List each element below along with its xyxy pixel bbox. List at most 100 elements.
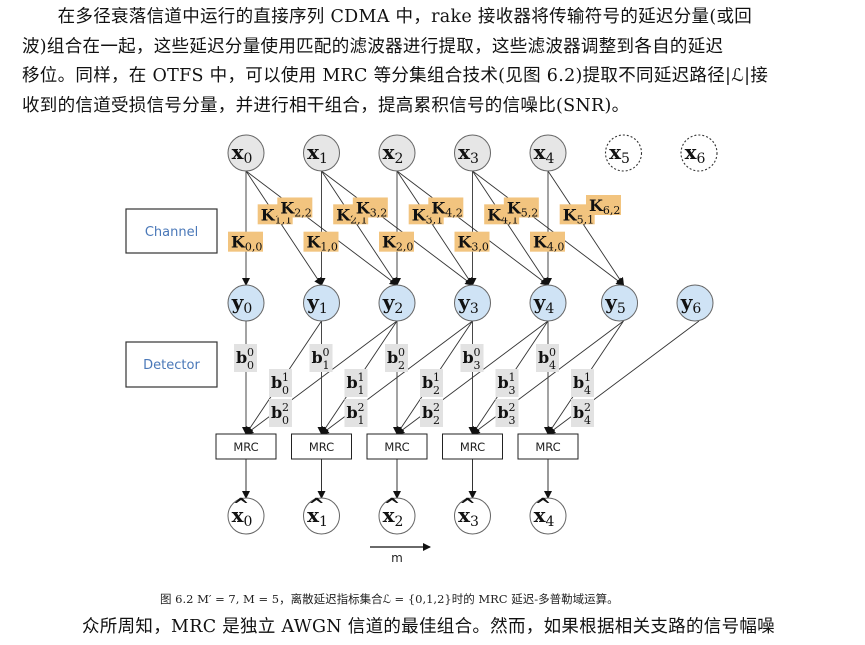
svg-text:1: 1 [358, 371, 365, 384]
svg-text:3: 3 [474, 359, 481, 372]
xhat-node-circle [303, 497, 340, 535]
svg-text:0: 0 [247, 346, 254, 359]
svg-text:4: 4 [549, 359, 556, 372]
svg-text:b: b [573, 373, 584, 392]
channel-coefficient-label: K4,0 [530, 231, 565, 254]
svg-text:2: 2 [509, 401, 516, 414]
channel-coefficient-label: K2,2 [277, 197, 313, 219]
paragraph-line: 收到的信道受损信号分量，并进行相干组合，提高累积信号的信噪比(SNR)。 [22, 95, 630, 116]
hat-mark: ^ [308, 493, 325, 517]
x-node: x2 [378, 134, 416, 172]
svg-text:2: 2 [584, 401, 591, 414]
m-axis-label: m [391, 551, 403, 565]
svg-text:x5: x5 [609, 140, 630, 167]
svg-text:x2: x2 [383, 140, 404, 167]
svg-text:y0: y0 [231, 290, 253, 317]
svg-text:K5,2: K5,2 [507, 198, 538, 219]
svg-text:y6: y6 [680, 290, 702, 317]
y-node-circle [303, 284, 340, 322]
svg-text:K3,2: K3,2 [356, 198, 387, 219]
xhat-node-circle [378, 497, 416, 535]
svg-text:K2,2: K2,2 [280, 198, 311, 219]
svg-text:x1: x1 [307, 140, 328, 167]
svg-text:0: 0 [282, 384, 289, 397]
svg-text:1: 1 [584, 371, 591, 384]
svg-text:K4,0: K4,0 [533, 233, 564, 254]
channel-edge [245, 170, 323, 286]
svg-text:2: 2 [282, 401, 289, 414]
channel-coefficient-label: K5,2 [503, 197, 539, 219]
svg-text:2: 2 [433, 401, 440, 414]
svg-text:1: 1 [509, 371, 516, 384]
x-node: x0 [227, 134, 265, 172]
svg-text:x0: x0 [232, 503, 253, 530]
channel-coefficient-label: K3,2 [352, 197, 388, 219]
channel-coefficient-label: K3,0 [454, 231, 490, 254]
svg-text:b: b [498, 373, 509, 392]
svg-text:0: 0 [282, 414, 289, 427]
xhat-node-circle [454, 497, 491, 535]
svg-text:K1,0: K1,0 [307, 233, 338, 254]
svg-text:2: 2 [358, 401, 365, 414]
hat-mark: ^ [233, 493, 250, 517]
mrc-combiner: MRC [291, 433, 352, 460]
detector-box: Detector [125, 341, 218, 388]
channel-edge [321, 170, 398, 286]
detector-edge [547, 320, 700, 435]
x-node: x4 [529, 134, 567, 172]
paragraph-line: 在多径衰落信道中运行的直接序列 CDMA 中，rake 接收器将传输符号的延迟分… [22, 7, 753, 27]
hat-mark: ^ [535, 493, 552, 517]
y-node-circle [676, 284, 714, 322]
intro-paragraph: 在多径衰落信道中运行的直接序列 CDMA 中，rake 接收器将传输符号的延迟分… [22, 3, 768, 121]
x-node: x1 [303, 134, 340, 172]
y-node: y4 [529, 284, 567, 322]
channel-coefficient-label: K0,0 [228, 231, 263, 254]
xhat-node: x4^ [529, 493, 567, 535]
svg-text:x4: x4 [534, 503, 555, 530]
svg-text:b: b [573, 403, 584, 422]
x-node-circle [227, 134, 265, 172]
channel-coefficient-label: K5,1 [559, 204, 595, 226]
svg-text:K4,2: K4,2 [431, 198, 462, 219]
svg-text:b: b [463, 348, 474, 367]
svg-text:x6: x6 [685, 140, 706, 167]
y-node-circle [227, 284, 265, 322]
detector-label: Detector [143, 358, 200, 373]
channel-edge [472, 170, 549, 286]
svg-text:y3: y3 [457, 290, 479, 317]
svg-text:2: 2 [398, 359, 405, 372]
channel-label: Channel [145, 225, 198, 240]
x-node: x6 [680, 134, 718, 172]
svg-text:b: b [422, 403, 433, 422]
channel-coefficient-label: K4,2 [428, 197, 464, 219]
svg-text:2: 2 [433, 414, 440, 427]
y-node: y6 [676, 284, 714, 322]
svg-text:K0,0: K0,0 [231, 233, 262, 254]
y-node-circle [601, 284, 638, 322]
svg-text:0: 0 [398, 346, 405, 359]
svg-text:b: b [312, 348, 323, 367]
svg-text:K6,2: K6,2 [589, 196, 620, 217]
svg-text:b: b [347, 373, 358, 392]
y-node-circle [378, 284, 416, 322]
svg-text:0: 0 [323, 346, 330, 359]
mrc-combiner: MRC [215, 433, 277, 460]
y-node: y0 [227, 284, 265, 322]
mrc-label: MRC [309, 440, 334, 454]
svg-text:1: 1 [323, 359, 330, 372]
paragraph-line: 移位。同样，在 OTFS 中，可以使用 MRC 等分集组合技术(见图 6.2)提… [22, 66, 769, 86]
channel-coefficient-label: K2,0 [379, 231, 414, 254]
x-node-circle [680, 134, 718, 172]
svg-text:b: b [271, 403, 282, 422]
y-node-circle [454, 284, 491, 322]
